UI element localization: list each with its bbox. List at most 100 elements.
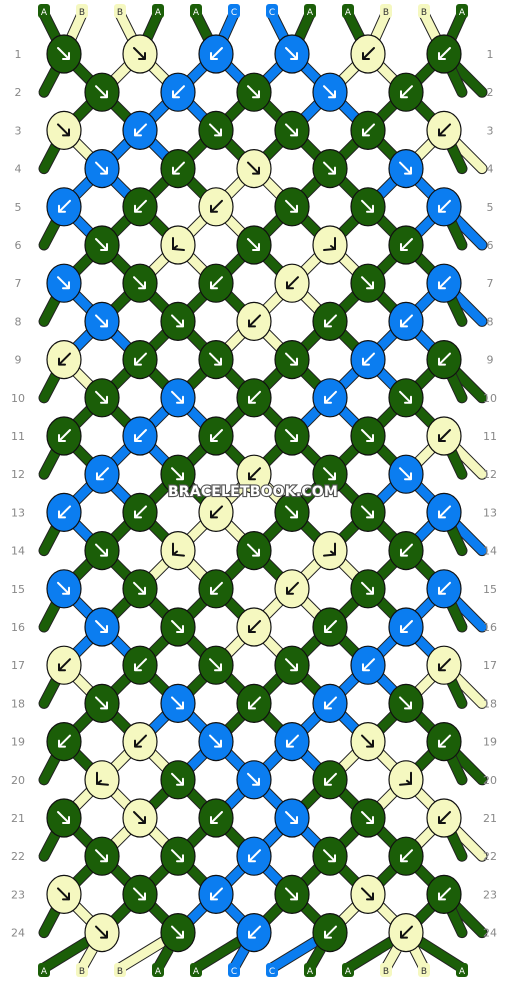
strand-label: A: [155, 8, 162, 18]
arrow-down-left-icon: [210, 47, 223, 60]
knot: [426, 187, 462, 227]
row-number-right: 6: [487, 239, 494, 252]
arrow-down-right-icon: [57, 887, 70, 901]
arrow-down-left-icon: [324, 925, 337, 939]
strand-label: A: [307, 8, 314, 18]
knot: [426, 874, 462, 915]
arrow-down-left-icon: [324, 772, 337, 786]
knot: [274, 569, 310, 609]
arrow-down-left-icon: [324, 620, 337, 633]
knot: [198, 340, 234, 380]
arrow-down-left-icon: [400, 849, 413, 863]
knot: [236, 607, 272, 647]
knot: [274, 187, 310, 227]
strand-color-chip: [114, 963, 126, 977]
knot: [160, 530, 196, 571]
knot-shape: [160, 225, 196, 265]
arrow-down-left-icon: [438, 276, 451, 290]
row-number-right: 8: [487, 315, 494, 328]
knot: [84, 301, 120, 341]
knot: [350, 340, 386, 380]
arrow-down-left-icon: [286, 734, 299, 748]
row-number-right: 9: [487, 354, 494, 367]
strand-color-chip: [266, 963, 278, 977]
arrow-down-right-icon: [209, 352, 222, 366]
arrow-down-left-icon: [134, 505, 147, 519]
arrow-down-left-icon: [400, 543, 413, 557]
knot: [388, 454, 424, 494]
arrow-down-right-icon: [133, 47, 146, 60]
knot: [84, 836, 120, 876]
arrow-down-right-icon: [247, 772, 260, 786]
knot: [84, 607, 120, 647]
row-number-right: 24: [483, 927, 497, 940]
arrow-down-right-icon: [95, 849, 108, 863]
knot: [46, 416, 82, 456]
arrow-down-left-icon: [134, 658, 147, 672]
strand-color-chip: [304, 4, 316, 18]
knot-shape: [312, 530, 348, 571]
arrow-down-right-icon: [95, 161, 108, 175]
arrow-down-right-icon: [323, 237, 336, 251]
row-number-left: 14: [11, 545, 25, 558]
knot: [312, 72, 348, 112]
arrow-down-left-icon: [248, 314, 261, 328]
arrow-down-right-icon: [247, 85, 260, 99]
strand-label: C: [269, 8, 275, 18]
row-number-right: 1: [487, 48, 494, 61]
arrow-down-left-icon: [438, 123, 451, 137]
arrow-down-left-icon: [210, 276, 223, 290]
knot: [122, 416, 158, 456]
knot: [84, 225, 120, 265]
arrow-down-right-icon: [171, 696, 184, 710]
knot: [388, 683, 424, 724]
strand-label: A: [193, 967, 200, 977]
row-number-left: 12: [11, 468, 25, 481]
arrow-down-right-icon: [361, 811, 374, 824]
arrow-down-right-icon: [57, 47, 70, 60]
arrow-down-left-icon: [248, 620, 261, 633]
knot: [198, 187, 234, 227]
strand-color-chip: [304, 963, 316, 977]
arrow-down-right-icon: [171, 467, 184, 481]
strand-color-chip: [76, 963, 88, 977]
arrow-down-right-icon: [57, 581, 70, 595]
arrow-down-left-icon: [134, 123, 147, 137]
knot: [350, 263, 386, 303]
row-number-right: 13: [483, 506, 497, 519]
knot: [236, 301, 272, 341]
row-number-right: 2: [487, 86, 494, 99]
strand-label: B: [421, 967, 427, 977]
arrow-down-right-icon: [171, 849, 184, 863]
knot-shape: [160, 530, 196, 571]
knot: [274, 340, 310, 380]
arrow-down-right-icon: [95, 620, 108, 633]
arrow-down-left-icon: [172, 85, 185, 99]
knot: [236, 378, 272, 418]
arrow-down-left-icon: [134, 352, 147, 366]
arrow-down-right-icon: [133, 276, 146, 290]
arrow-down-right-icon: [323, 542, 336, 557]
knot: [198, 492, 234, 533]
knot: [312, 530, 348, 571]
arrow-down-left-icon: [58, 352, 71, 366]
arrow-down-left-icon: [438, 581, 451, 595]
arrow-down-left-icon: [248, 849, 261, 863]
strand-label: A: [459, 967, 466, 977]
arrow-down-right-icon: [57, 123, 70, 137]
knot: [160, 836, 196, 876]
arrow-down-left-icon: [210, 199, 223, 213]
arrow-down-right-icon: [285, 505, 298, 519]
knot: [388, 72, 424, 112]
knot: [198, 110, 234, 150]
knot: [198, 263, 234, 303]
strand-color-chip: [190, 4, 202, 18]
knot: [350, 721, 386, 762]
knot: [160, 301, 196, 341]
strand-label: B: [79, 967, 85, 977]
arrow-down-right-icon: [285, 811, 298, 824]
row-number-right: 18: [483, 697, 497, 710]
row-number-left: 15: [11, 583, 25, 596]
knot: [46, 645, 82, 685]
knot: [426, 110, 462, 150]
